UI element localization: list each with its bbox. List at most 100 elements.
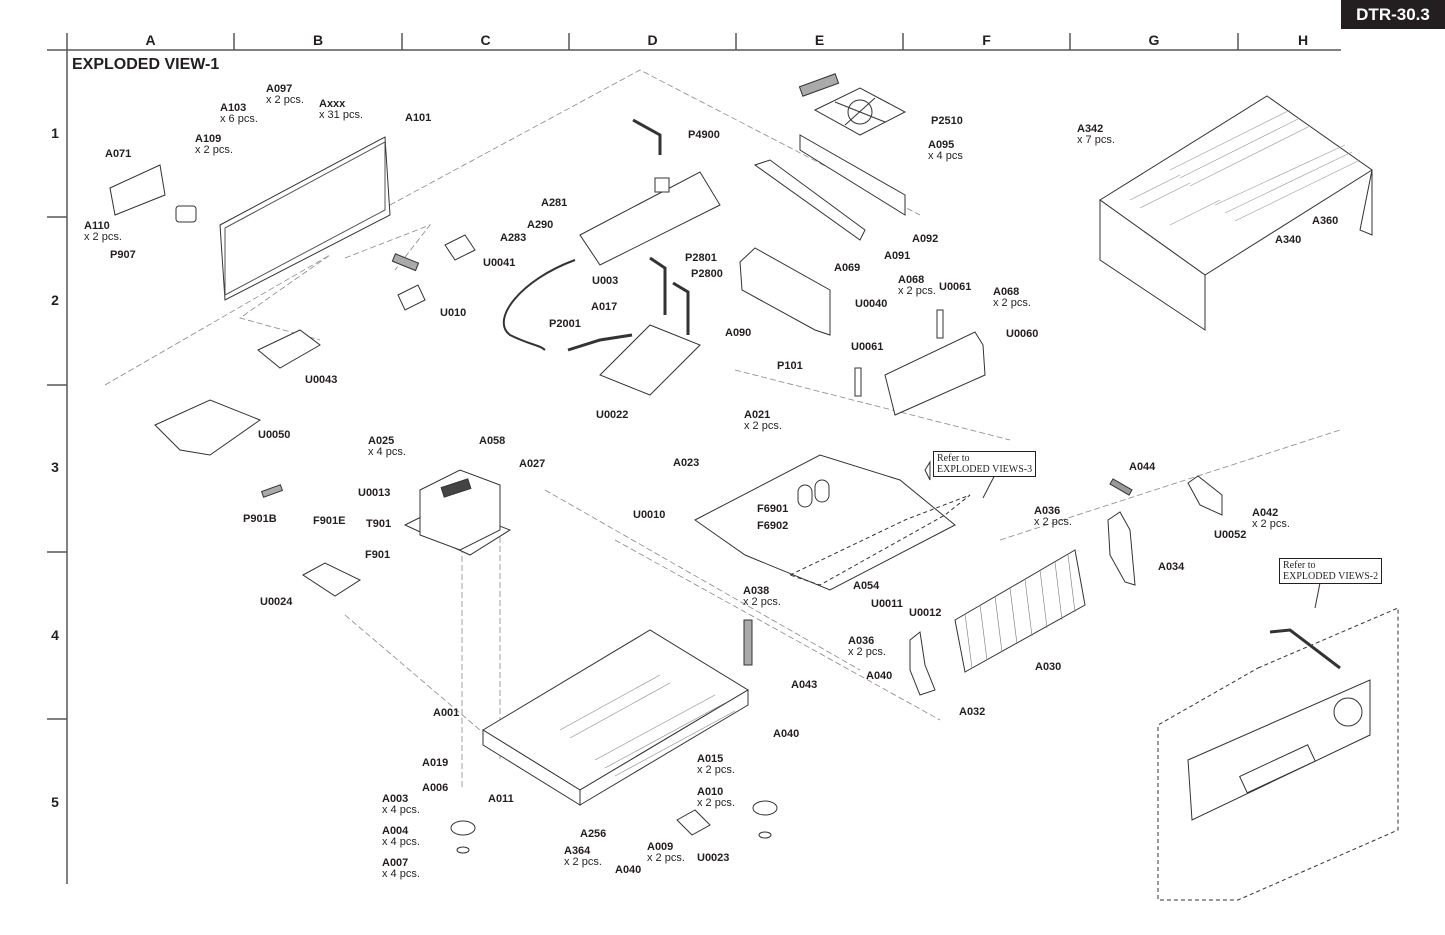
part-label: A281 <box>541 197 568 209</box>
part-label: A032 <box>959 706 986 718</box>
foot-a003-left <box>450 820 476 854</box>
part-label: P2510 <box>931 115 963 127</box>
part-label: A340 <box>1275 234 1302 246</box>
part-label: A023 <box>673 457 700 469</box>
part-label: A290 <box>527 219 554 231</box>
part-label: A030 <box>1035 661 1062 673</box>
board-u0024 <box>302 562 362 597</box>
column-header-a: A <box>145 32 156 48</box>
part-label: F901E <box>313 515 346 527</box>
part-label: A017 <box>591 301 618 313</box>
flat-cable-p4900 <box>632 118 662 155</box>
part-label: P2001 <box>549 318 581 330</box>
part-label: A044 <box>1129 461 1156 473</box>
part-label: A069 <box>834 262 861 274</box>
part-label: A283 <box>500 232 527 244</box>
part-label: A040 <box>615 864 642 876</box>
column-header-c: C <box>480 32 491 48</box>
bracket-u0061-upper <box>936 309 944 339</box>
reference-exploded-views-3[interactable]: Refer to EXPLODED VIEWS-3 <box>933 451 1037 477</box>
bracket-a092 <box>799 134 906 216</box>
exploded-illustration <box>104 69 1399 901</box>
part-label: A040 <box>866 670 893 682</box>
row-label-3: 3 <box>51 459 59 475</box>
board-u0022 <box>599 324 701 396</box>
bracket-a091 <box>753 159 866 241</box>
part-label: A011 <box>488 793 514 805</box>
part-label: A101 <box>405 112 432 124</box>
part-label: U0011 <box>871 598 903 610</box>
part-label: F6901 <box>757 503 789 515</box>
reference-line-1: Refer to <box>1283 560 1316 571</box>
part-label: A043 <box>791 679 818 691</box>
column-header-f: F <box>982 32 991 48</box>
board-u003 <box>579 171 721 266</box>
top-cover-a340 <box>1099 95 1373 331</box>
row-label-2: 2 <box>51 292 59 308</box>
part-label: P4900 <box>688 129 720 141</box>
part-u010 <box>397 284 426 311</box>
part-label: A019 <box>422 757 449 769</box>
part-label: T901 <box>366 518 392 530</box>
reference-line-2: EXPLODED VIEWS-2 <box>1283 571 1379 582</box>
front-panel-group <box>1157 582 1399 901</box>
part-label: U0024 <box>260 596 293 608</box>
reference-exploded-views-2[interactable]: Refer to EXPLODED VIEWS-2 <box>1279 558 1383 584</box>
heatsink-a030 <box>954 549 1086 673</box>
part-label: U0060 <box>1006 328 1039 340</box>
fan-p2510 <box>798 73 907 136</box>
flat-cable-p2801 <box>649 256 667 315</box>
board-u0040 <box>739 247 831 336</box>
reference-line-1: Refer to <box>937 453 970 464</box>
part-label: P2801 <box>685 252 717 264</box>
part-label: U0040 <box>855 298 888 310</box>
part-label: A256 <box>580 828 607 840</box>
row-label-4: 4 <box>51 627 59 643</box>
part-label: U0012 <box>909 607 942 619</box>
part-label: A001 <box>433 707 460 719</box>
part-label: A006 <box>422 782 449 794</box>
part-u0041 <box>444 234 476 261</box>
part-label: A071 <box>105 148 132 160</box>
part-label: P2800 <box>691 268 723 280</box>
flat-cable-p2001 <box>567 333 633 352</box>
ac-inlet-p907 <box>175 205 197 223</box>
part-label: F901 <box>365 549 391 561</box>
part-label: U0061 <box>939 281 972 293</box>
part-label: U0013 <box>358 487 391 499</box>
part-label: U0023 <box>697 852 730 864</box>
column-header-d: D <box>647 32 658 48</box>
part-label: A054 <box>853 580 880 592</box>
part-label: A360 <box>1312 215 1339 227</box>
part-label: A090 <box>725 327 752 339</box>
column-header-b: B <box>312 32 324 48</box>
column-header-h: H <box>1297 32 1309 48</box>
column-header-g: G <box>1148 32 1160 48</box>
chassis-a001 <box>482 619 753 806</box>
part-label: P901B <box>243 513 277 525</box>
part-label: U003 <box>592 275 619 287</box>
bracket-u0052 <box>1187 475 1223 516</box>
part-label: U0052 <box>1214 529 1247 541</box>
bracket-a032 <box>909 631 936 696</box>
rear-panel-a101 <box>219 136 391 301</box>
part-label: A034 <box>1158 561 1185 573</box>
